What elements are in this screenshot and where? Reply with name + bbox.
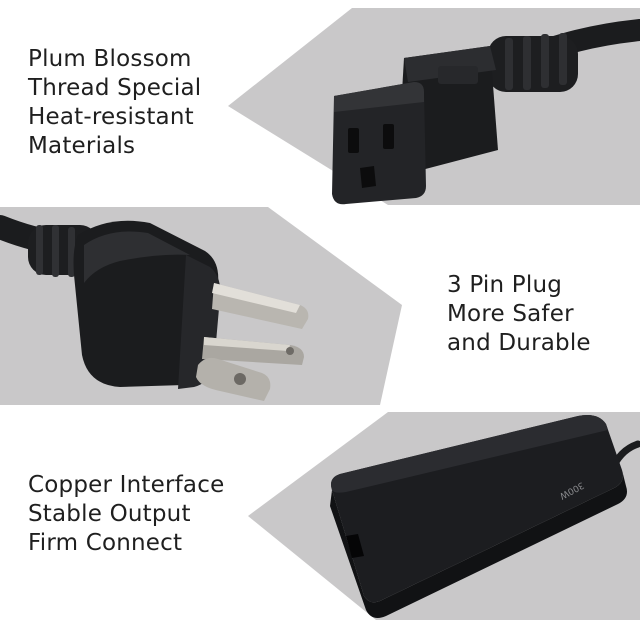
connector-caption: Plum Blossom Thread Special Heat-resista… — [28, 45, 201, 161]
caption-line: Firm Connect — [28, 530, 183, 556]
caption-line: Plum Blossom — [28, 46, 192, 72]
power-adapter-image: 300W — [330, 415, 640, 618]
iec-c13-connector-image — [332, 19, 640, 205]
feature-panel-connector: Plum Blossom Thread Special Heat-resista… — [0, 0, 640, 210]
feature-panel-adapter: Copper Interface Stable Output Firm Conn… — [0, 410, 640, 625]
caption-line: Stable Output — [28, 501, 191, 527]
caption-line: 3 Pin Plug — [447, 272, 563, 298]
caption-line: Copper Interface — [28, 472, 225, 498]
caption-line: More Safer — [447, 301, 574, 327]
adapter-caption: Copper Interface Stable Output Firm Conn… — [28, 471, 224, 558]
caption-line: Materials — [28, 133, 136, 159]
caption-line: and Durable — [447, 330, 591, 356]
feature-panel-plug: 3 Pin Plug More Safer and Durable — [0, 205, 640, 415]
plug-caption: 3 Pin Plug More Safer and Durable — [447, 271, 591, 358]
nema-5-15-plug-image — [0, 215, 309, 401]
caption-line: Heat-resistant — [28, 104, 194, 130]
caption-line: Thread Special — [28, 75, 202, 101]
